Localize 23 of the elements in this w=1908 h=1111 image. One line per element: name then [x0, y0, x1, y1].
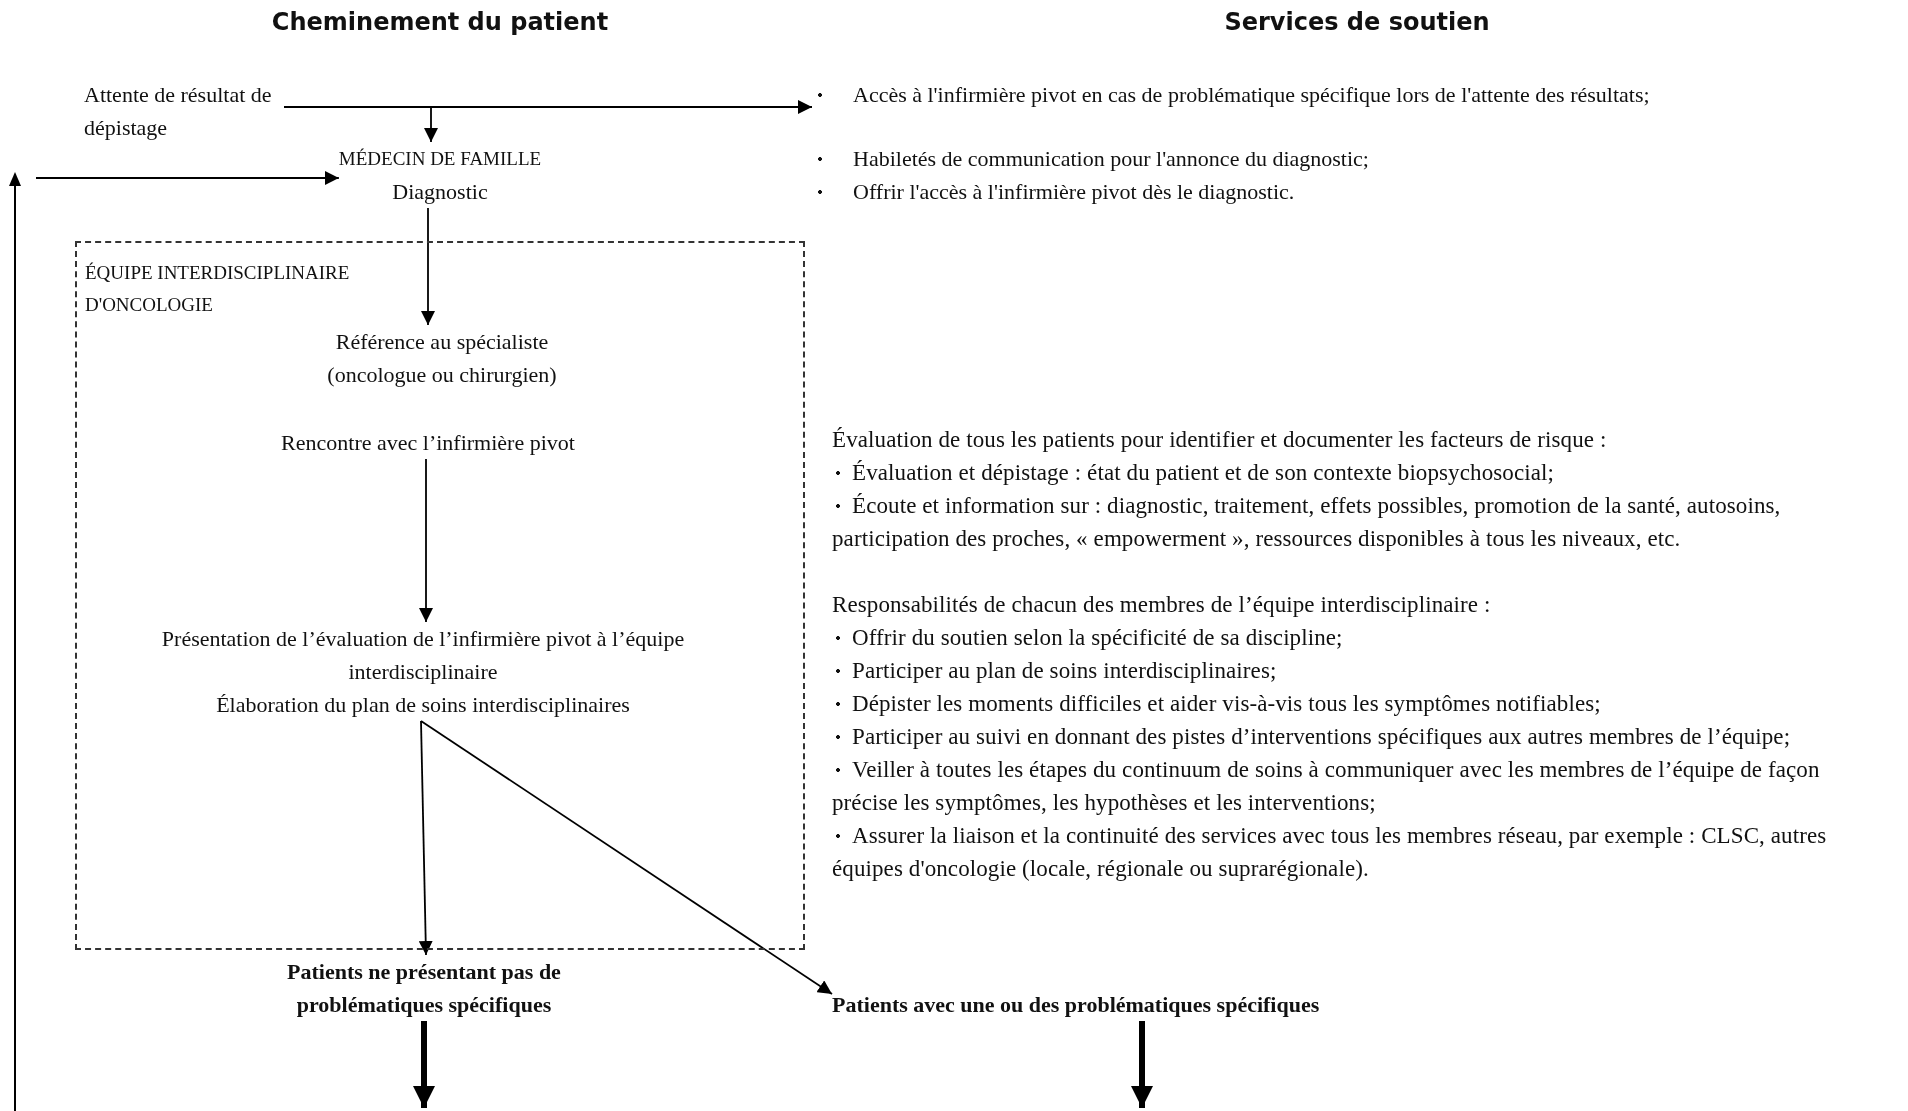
arrow [413, 1021, 435, 1108]
paragraph: Responsabilités de chacun des membres de l’équipe interdisciplinaire : [832, 591, 1492, 619]
arrow [419, 458, 433, 623]
step-text: Présentation de l’évaluation de l’infirmière pivot à l’équipe interdisciplinaire [160, 625, 686, 686]
paragraph: Évaluation de tous les patients pour identifier et documenter les facteurs de risque : [832, 426, 1608, 454]
step-text: Patients avec une ou des problématiques spécifiques [832, 988, 1320, 1021]
step-text: Patients ne présentant pas de problématiques spécifiques [249, 955, 599, 1021]
column-heading: Services de soutien [1224, 8, 1490, 36]
column-heading: Cheminement du patient [271, 8, 609, 36]
group-title: ÉQUIPE INTERDISCIPLINAIRE D'ONCOLOGIE [85, 261, 351, 317]
step-text: Rencontre avec l’infirmière pivot [281, 426, 575, 459]
arrow [1131, 1021, 1153, 1108]
step-text: Référence au spécialiste (oncologue ou chirurgien) [292, 325, 592, 391]
step-text: Élaboration du plan de soins interdisciplinaires [215, 691, 631, 719]
arrow [283, 106, 438, 143]
step-text: Attente de résultat de dépistage [84, 78, 284, 144]
dashed-group-box [75, 241, 805, 950]
arrow [35, 171, 340, 185]
arrow [421, 207, 435, 326]
step-text: Diagnostic [391, 178, 489, 206]
arrow [420, 720, 833, 995]
step-text: MÉDECIN DE FAMILLE [338, 147, 542, 171]
arrow [418, 720, 433, 956]
